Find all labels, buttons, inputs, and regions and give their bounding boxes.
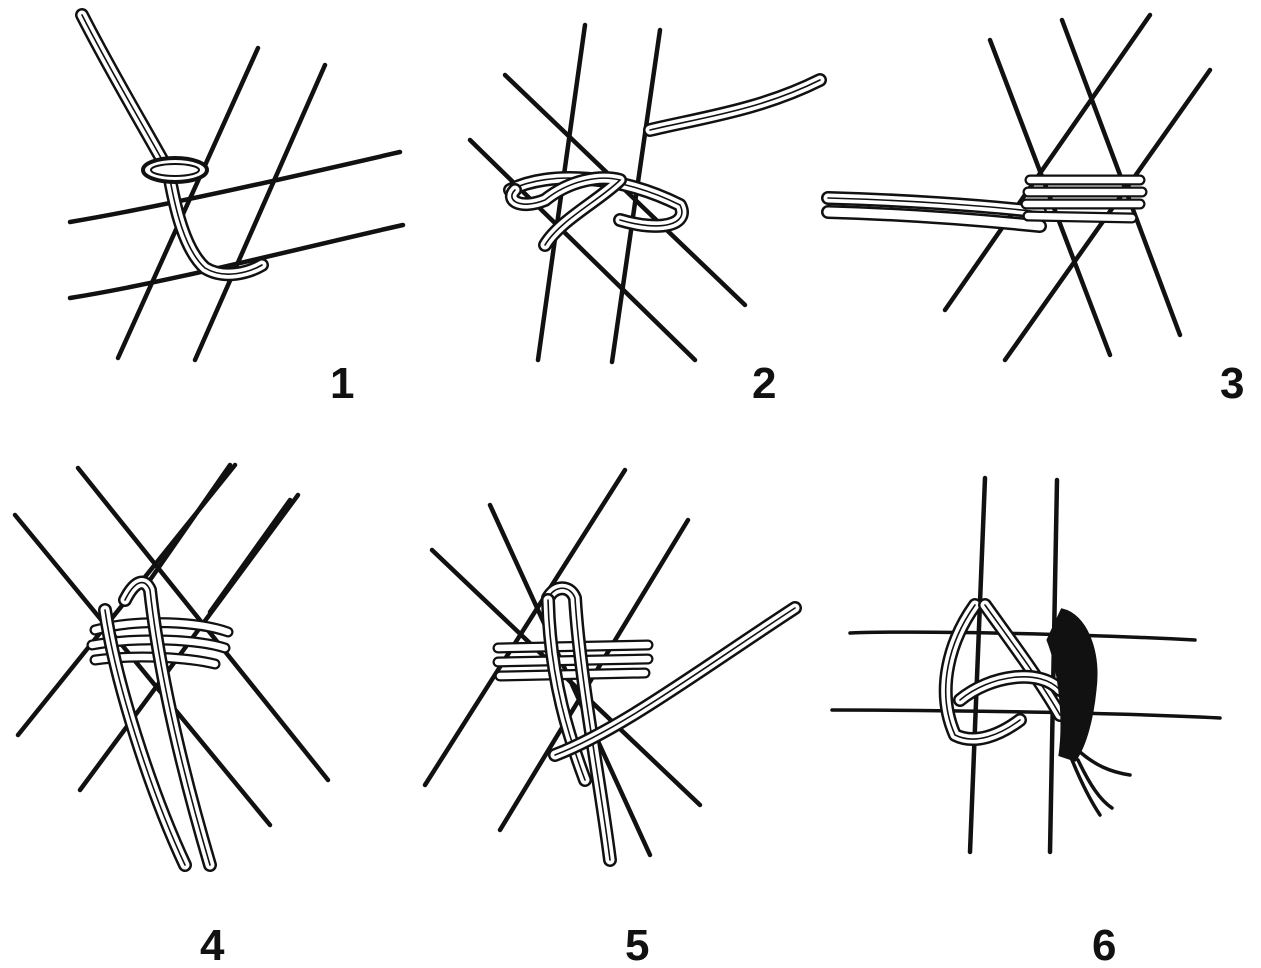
step-2-illustration <box>470 25 820 362</box>
step-5-illustration <box>425 470 795 860</box>
step-3-illustration <box>828 15 1210 360</box>
step-3-label: 3 <box>1220 359 1244 408</box>
step-6-illustration <box>832 478 1220 852</box>
step-2-label: 2 <box>752 359 776 408</box>
step-4-label: 4 <box>200 921 225 968</box>
step-1-label: 1 <box>330 359 354 408</box>
step-4-illustration <box>15 465 328 865</box>
step-1-illustration <box>70 15 403 360</box>
step-6-label: 6 <box>1092 921 1116 968</box>
step-5-label: 5 <box>625 921 649 968</box>
